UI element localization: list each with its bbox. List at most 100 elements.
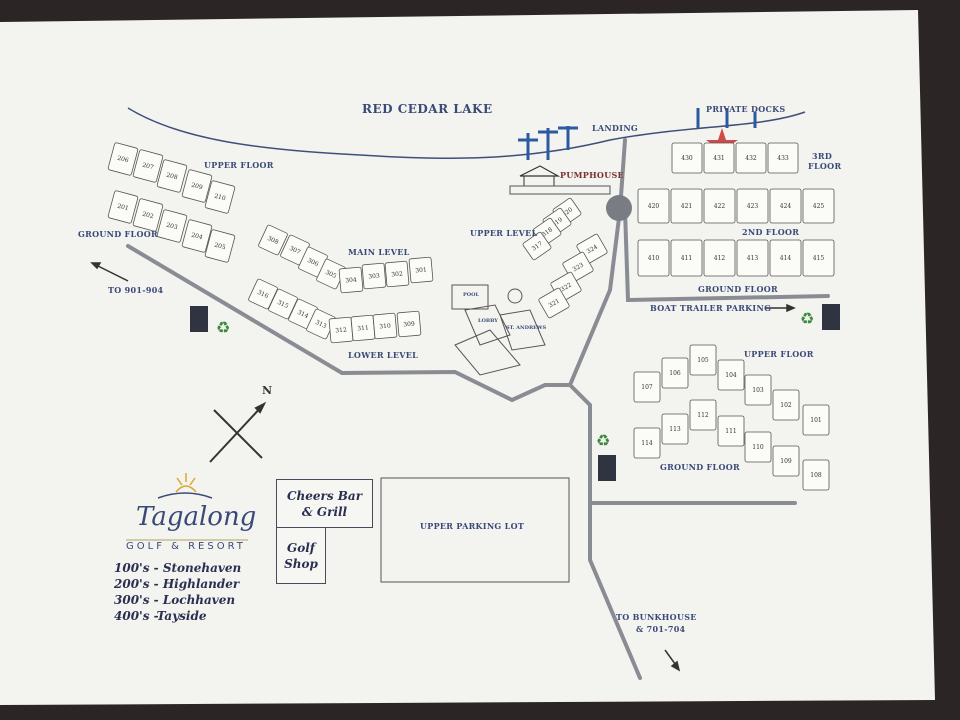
svg-text:423: 423 [747, 203, 759, 210]
svg-text:102: 102 [780, 402, 792, 409]
svg-text:305: 305 [324, 269, 338, 280]
unit-425: 425 [802, 188, 835, 224]
svg-text:101: 101 [810, 417, 821, 424]
unit-103: 103 [744, 374, 772, 406]
unit-411: 411 [670, 239, 703, 277]
north-arrow [209, 401, 267, 463]
unit-430: 430 [671, 142, 703, 174]
svg-text:433: 433 [777, 155, 789, 162]
svg-text:114: 114 [641, 440, 653, 447]
unit-317: 317 [522, 231, 552, 261]
to-bunkhouse-label: TO BUNKHOUSE [616, 612, 697, 622]
svg-text:415: 415 [813, 255, 825, 262]
legend-item: 300's - Lochhaven [114, 593, 236, 607]
lochhaven-upper-label: UPPER LEVEL [470, 228, 538, 238]
unit-107: 107 [633, 371, 661, 403]
unit-206: 206 [107, 142, 139, 176]
highlander-upper-label: UPPER FLOOR [204, 160, 274, 170]
lake-label: RED CEDAR LAKE [362, 102, 493, 116]
unit-202: 202 [132, 198, 164, 232]
boat-docks [518, 108, 757, 160]
tayside-3rd-label: 3RD [812, 151, 833, 161]
svg-text:203: 203 [165, 222, 178, 232]
stonehaven-upper-label: UPPER FLOOR [744, 349, 814, 359]
unit-101: 101 [802, 404, 830, 436]
unit-421: 421 [670, 188, 703, 224]
stonehaven-ground-label: GROUND FLOOR [660, 462, 740, 472]
unit-102: 102 [772, 389, 800, 421]
tagalong-logo [157, 473, 213, 499]
svg-text:302: 302 [391, 270, 403, 278]
unit-104: 104 [717, 359, 745, 391]
unit-111: 111 [717, 415, 745, 447]
svg-text:316: 316 [256, 289, 270, 300]
unit-303: 303 [361, 262, 387, 290]
svg-text:432: 432 [745, 155, 757, 162]
svg-text:321: 321 [548, 298, 561, 310]
svg-text:111: 111 [725, 428, 736, 435]
svg-text:410: 410 [648, 255, 660, 262]
unit-420: 420 [637, 188, 670, 224]
svg-text:♻: ♻ [596, 431, 610, 450]
brand-name: Tagalong [136, 502, 257, 532]
unit-310: 310 [372, 312, 398, 340]
private-docks-label: PRIVATE DOCKS [706, 104, 786, 114]
unit-301: 301 [408, 256, 434, 284]
svg-text:425: 425 [813, 203, 825, 210]
svg-text:108: 108 [810, 472, 822, 479]
svg-text:301: 301 [415, 267, 427, 275]
to-701-label: & 701-704 [636, 624, 686, 634]
svg-text:430: 430 [681, 155, 693, 162]
unit-433: 433 [767, 142, 799, 174]
unit-321: 321 [538, 287, 570, 319]
svg-text:314: 314 [296, 309, 310, 320]
tayside-2nd-label: 2ND FLOOR [742, 227, 800, 237]
unit-210: 210 [204, 180, 236, 214]
roads [126, 138, 830, 680]
svg-text:202: 202 [141, 211, 154, 221]
svg-text:322: 322 [560, 281, 574, 293]
brand-subtitle: GOLF & RESORT [126, 541, 246, 552]
cheers-line2: & Grill [301, 505, 348, 519]
boat-trailer-label: BOAT TRAILER PARKING [650, 303, 772, 313]
unit-203: 203 [156, 209, 188, 243]
unit-205: 205 [204, 229, 236, 263]
unit-424: 424 [769, 188, 802, 224]
golf-shop-box: Golf Shop [276, 527, 326, 584]
svg-text:210: 210 [213, 193, 226, 203]
unit-106: 106 [661, 357, 689, 389]
unit-108: 108 [802, 459, 830, 491]
unit-201: 201 [107, 190, 139, 224]
upper-parking-lot [380, 477, 570, 583]
svg-text:109: 109 [780, 458, 792, 465]
svg-text:308: 308 [266, 235, 280, 246]
unit-209: 209 [181, 169, 213, 203]
unit-313: 313 [306, 308, 336, 340]
cheers-line1: Cheers Bar [286, 489, 363, 503]
svg-text:105: 105 [697, 357, 709, 364]
svg-text:315: 315 [276, 299, 290, 310]
unit-315: 315 [268, 288, 298, 320]
unit-412: 412 [703, 239, 736, 277]
unit-309: 309 [396, 310, 422, 338]
unit-207: 207 [132, 149, 164, 183]
unit-112: 112 [689, 399, 717, 431]
svg-text:313: 313 [314, 319, 328, 330]
svg-text:204: 204 [190, 232, 203, 242]
lochhaven-lower-label: LOWER LEVEL [348, 350, 419, 360]
svg-text:309: 309 [403, 320, 415, 328]
to-901-label: TO 901-904 [108, 285, 164, 295]
unit-311: 311 [350, 314, 376, 342]
unit-410: 410 [637, 239, 670, 277]
lobby-label: LOBBY [478, 318, 498, 324]
svg-text:311: 311 [357, 325, 369, 333]
svg-text:411: 411 [681, 255, 692, 262]
unit-423: 423 [736, 188, 769, 224]
svg-text:412: 412 [714, 255, 726, 262]
unit-415: 415 [802, 239, 835, 277]
north-label: N [262, 384, 273, 397]
cheers-bar-box: Cheers Bar & Grill [276, 479, 373, 528]
